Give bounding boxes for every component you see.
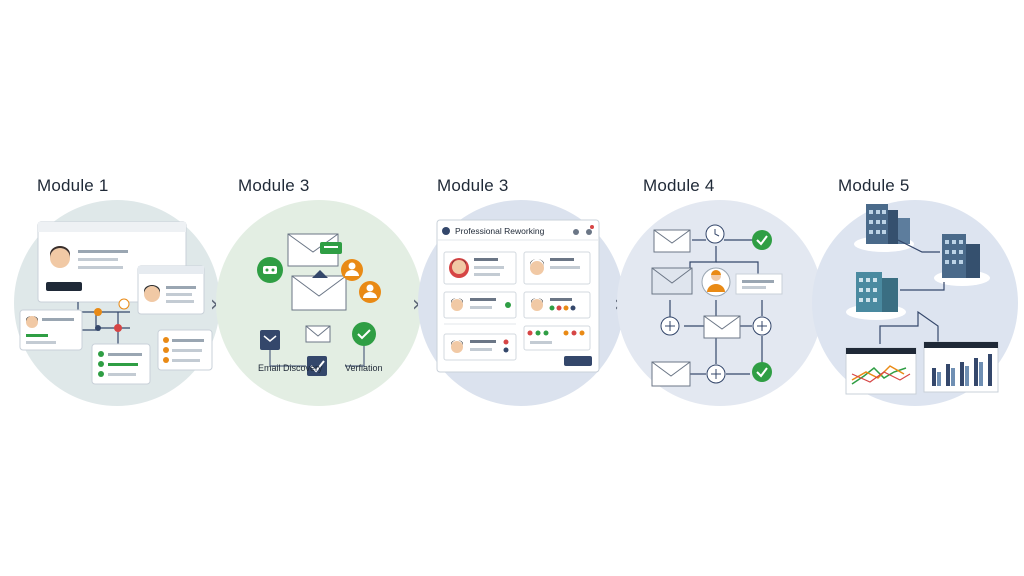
module-circle bbox=[617, 200, 823, 406]
check-circle-icon bbox=[352, 322, 376, 346]
module-circle bbox=[216, 200, 422, 406]
plus-icon bbox=[660, 316, 680, 336]
building-icon bbox=[856, 272, 898, 312]
person-icon bbox=[341, 259, 363, 281]
module-title: Module 3 bbox=[437, 176, 509, 195]
avatar bbox=[50, 248, 70, 268]
module-title: Module 4 bbox=[643, 176, 715, 195]
envelope-icon bbox=[703, 315, 741, 339]
timer-icon bbox=[705, 224, 725, 244]
envelope-icon bbox=[651, 267, 693, 295]
robot-icon bbox=[257, 257, 283, 283]
envelope-icon bbox=[287, 233, 339, 267]
module-circle bbox=[418, 200, 624, 406]
caption-verification: Verfiation bbox=[345, 363, 383, 373]
plus-icon bbox=[706, 364, 726, 384]
building-icon bbox=[942, 234, 980, 278]
person-icon bbox=[359, 281, 381, 303]
window-title: Professional Reworking bbox=[455, 226, 545, 236]
mail-square-icon bbox=[260, 330, 280, 350]
chevron-right-icon: › bbox=[412, 292, 421, 317]
check-square-icon bbox=[307, 356, 327, 376]
primary-button bbox=[46, 282, 82, 291]
module-title: Module 1 bbox=[37, 176, 109, 195]
action-button bbox=[564, 356, 592, 366]
person-icon bbox=[701, 267, 731, 297]
line-chart-panel bbox=[845, 347, 917, 395]
building-icon bbox=[866, 204, 910, 244]
envelope-icon bbox=[291, 275, 347, 311]
module-circle bbox=[14, 200, 220, 406]
chevron-right-icon: › bbox=[813, 292, 822, 317]
chevron-right-icon: › bbox=[614, 292, 623, 317]
envelope-icon bbox=[651, 361, 691, 387]
caption-email-discovery: Email Discovery bbox=[258, 363, 323, 373]
plus-icon bbox=[752, 316, 772, 336]
module-title: Module 3 bbox=[238, 176, 310, 195]
chevron-right-icon: › bbox=[210, 292, 219, 317]
envelope-icon bbox=[653, 229, 691, 253]
check-circle-icon bbox=[752, 362, 772, 382]
check-circle-icon bbox=[752, 230, 772, 250]
module-circle bbox=[812, 200, 1018, 406]
bar-chart-panel bbox=[923, 341, 999, 393]
module-title: Module 5 bbox=[838, 176, 910, 195]
